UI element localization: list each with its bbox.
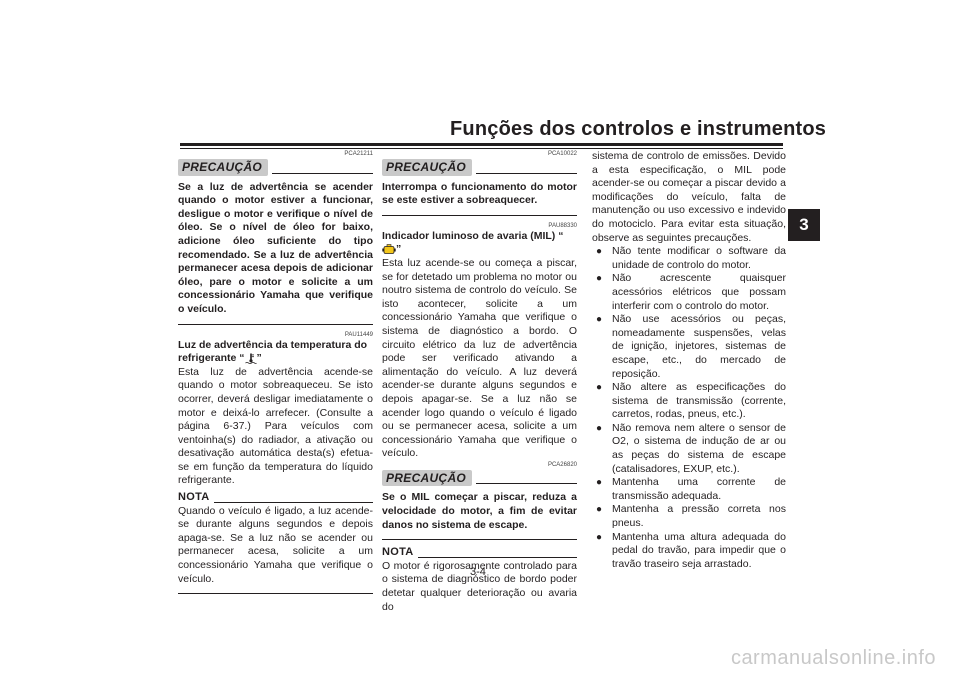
list-item: ●Mantenha a pressão correta nos pneus. — [596, 503, 786, 530]
nota-label: NOTA — [178, 491, 210, 504]
list-item: ●Não remova nem altere o sensor de O2, o… — [596, 421, 786, 475]
bullet-icon: ● — [596, 314, 603, 326]
caution-text: Se a luz de advertência se acender quand… — [178, 180, 373, 315]
chapter-tab: 3 — [788, 209, 820, 241]
header-rule-thin — [180, 148, 783, 149]
list-item: ●Não use acessórios ou peças, nomeadamen… — [596, 313, 786, 380]
column-3: sistema de controlo de emissões. Devido … — [592, 150, 786, 571]
ref-code: PCA10022 — [547, 151, 577, 157]
nota-label: NOTA — [382, 546, 414, 559]
page-title: Funções dos controlos e instrumentos — [450, 118, 827, 140]
ref-code: PAU11449 — [344, 331, 373, 338]
nota-header: NOTA — [178, 491, 373, 505]
column-2: PCA10022 PRECAUÇÃO Interrompa o funciona… — [382, 150, 577, 614]
caution-header: PRECAUÇÃO — [178, 159, 373, 176]
nota-rule — [417, 556, 577, 558]
caution-label: PRECAUÇÃO — [382, 469, 473, 487]
caution-rule — [272, 172, 373, 174]
list-item: ●Mantenha uma altura adequada do pedal d… — [596, 530, 786, 570]
caution-header: PRECAUÇÃO — [382, 159, 577, 176]
caution-text: Interrompa o funcionamento do motor se e… — [382, 180, 577, 207]
list-item: ●Não altere as especificações do sistema… — [596, 381, 786, 421]
list-item: ●Não tente modificar o software da unida… — [596, 245, 786, 271]
caution-header: PRECAUÇÃO — [382, 469, 577, 487]
nota-text: Quando o veículo é ligado, a luz acende-… — [178, 504, 373, 585]
list-item: ●Mantenha uma corrente de transmissão ad… — [596, 476, 786, 502]
caution-text: Se o MIL começar a piscar, reduza a velo… — [382, 491, 577, 531]
bullet-icon: ● — [596, 504, 603, 516]
column-1: PCA21211 PRECAUÇÃO Se a luz de advertênc… — [178, 150, 373, 600]
nota-text: O motor é rigorosamente controlado para … — [382, 559, 577, 613]
section-title-mil: Indicador luminoso de avaria (MIL) “” — [382, 229, 564, 256]
nota-header: NOTA — [382, 546, 577, 560]
caution-rule — [476, 172, 577, 174]
caution-label: PRECAUÇÃO — [178, 159, 269, 176]
bullet-icon: ● — [596, 382, 603, 394]
header-rule — [180, 143, 783, 146]
bullet-icon: ● — [596, 477, 603, 489]
precautions-list: ●Não tente modificar o software da unida… — [592, 245, 786, 571]
caution-end-rule — [382, 214, 577, 216]
section-title-coolant-temp: Luz de advertência da temperatura do ref… — [178, 338, 368, 365]
ref-code: PAU88330 — [548, 222, 577, 229]
bullet-icon: ● — [596, 273, 603, 285]
bullet-icon: ● — [596, 422, 603, 434]
watermark: carmanualsonline.info — [730, 647, 936, 669]
intro-text: sistema de controlo de emissões. Devido … — [592, 150, 786, 244]
mil-text: Esta luz acende-se ou começa a piscar, s… — [382, 256, 577, 460]
nota-end-rule — [178, 593, 373, 595]
list-item: ●Não acrescente quaisquer acessórios elé… — [596, 272, 786, 312]
nota-rule — [213, 501, 373, 503]
ref-code: PCA26820 — [547, 461, 577, 468]
caution-label: PRECAUÇÃO — [382, 159, 473, 176]
caution-end-rule — [382, 539, 577, 541]
caution-end-rule — [178, 323, 373, 325]
coolant-temp-text: Esta luz de advertência acende-se quando… — [178, 365, 373, 487]
bullet-icon: ● — [596, 246, 603, 258]
engine-check-icon — [382, 244, 396, 254]
page-number: 3-4 — [470, 566, 486, 578]
caution-rule — [476, 483, 577, 485]
coolant-temperature-icon — [244, 353, 257, 364]
bullet-icon: ● — [596, 531, 603, 543]
ref-code: PCA21211 — [344, 151, 373, 157]
